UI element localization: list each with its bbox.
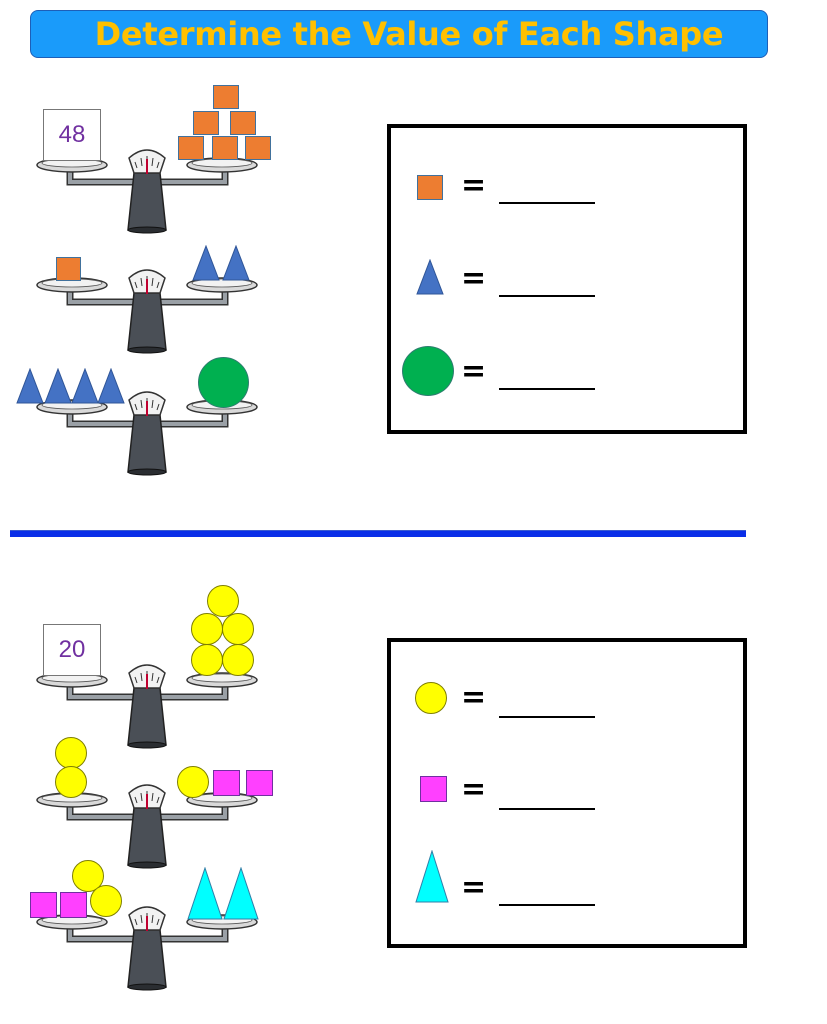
answer-row-green-circle: = [391, 346, 743, 406]
answer-row-yellow-circle: = [391, 680, 743, 740]
answer-blank[interactable] [499, 808, 595, 810]
blue-triangle-icon [16, 368, 44, 404]
equals-sign: = [461, 261, 487, 296]
yellow-circle-icon [191, 644, 223, 676]
orange-square-icon [193, 111, 219, 135]
answer-blank[interactable] [499, 202, 595, 204]
equals-sign: = [461, 772, 487, 807]
orange-square-icon [213, 85, 239, 109]
equals-sign: = [461, 168, 487, 203]
answer-row-blue-triangle: = [391, 253, 743, 313]
balance-scale-3 [0, 312, 300, 482]
answer-blank[interactable] [499, 295, 595, 297]
pink-square-icon [60, 892, 87, 918]
answer-row-pink-square: = [391, 772, 743, 834]
pink-square-icon [246, 770, 273, 796]
cyan-triangle-icon [223, 867, 259, 920]
pink-square-icon [30, 892, 57, 918]
answer-blank[interactable] [499, 904, 595, 906]
equals-sign: = [461, 354, 487, 389]
pink-square-icon [213, 770, 240, 796]
balance-scale-1: 48 [0, 70, 300, 240]
blue-triangle-icon [44, 368, 72, 404]
blue-triangle-icon [416, 259, 444, 295]
yellow-circle-icon [55, 737, 87, 769]
answer-box-1: = = = [387, 124, 747, 434]
yellow-circle-icon [222, 613, 254, 645]
cyan-triangle-icon [187, 867, 223, 920]
yellow-circle-icon [415, 682, 447, 714]
blue-triangle-icon [192, 245, 220, 281]
title-banner: Determine the Value of Each Shape [30, 10, 768, 58]
orange-square-icon [56, 257, 81, 281]
yellow-circle-icon [90, 885, 122, 917]
equals-sign: = [461, 680, 487, 715]
equals-sign: = [461, 870, 487, 905]
yellow-circle-icon [191, 613, 223, 645]
orange-square-icon [245, 136, 271, 160]
yellow-circle-icon [177, 766, 209, 798]
answer-blank[interactable] [499, 388, 595, 390]
yellow-circle-icon [55, 766, 87, 798]
answer-row-orange-square: = [391, 160, 743, 220]
orange-square-icon [230, 111, 256, 135]
yellow-circle-icon [222, 644, 254, 676]
pink-square-icon [420, 776, 447, 802]
section-divider [10, 530, 746, 537]
balance-scale-1: 20 [0, 585, 300, 755]
blue-triangle-icon [71, 368, 99, 404]
answer-row-cyan-triangle: = [391, 848, 743, 908]
page-title: Determine the Value of Each Shape [94, 15, 724, 53]
balance-scale-3 [0, 827, 300, 997]
cyan-triangle-icon [415, 850, 449, 903]
balance-scale-2 [0, 705, 300, 875]
balance-scale-2 [0, 190, 300, 360]
yellow-circle-icon [207, 585, 239, 617]
green-circle-icon [402, 346, 454, 396]
number-card: 20 [43, 624, 101, 676]
number-card: 48 [43, 109, 101, 161]
orange-square-icon [212, 136, 238, 160]
answer-box-2: = = = [387, 638, 747, 948]
blue-triangle-icon [97, 368, 125, 404]
orange-square-icon [417, 175, 443, 200]
green-circle-icon [198, 357, 249, 408]
blue-triangle-icon [222, 245, 250, 281]
orange-square-icon [178, 136, 204, 160]
answer-blank[interactable] [499, 716, 595, 718]
